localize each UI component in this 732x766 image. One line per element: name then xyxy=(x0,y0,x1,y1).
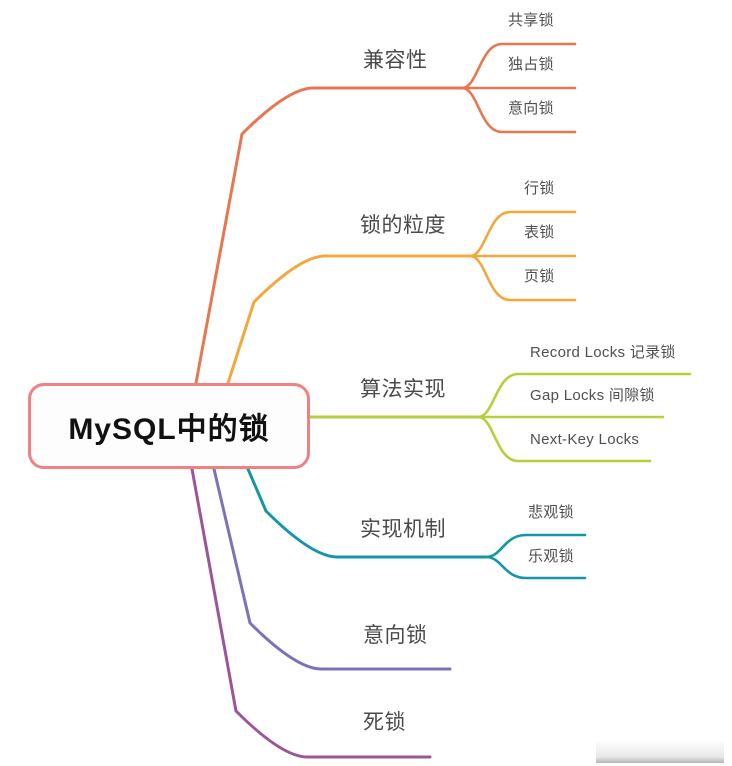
watermark-band xyxy=(596,741,724,763)
leaf-label-algorithm-0[interactable]: Record Locks 记录锁 xyxy=(530,344,676,361)
leaf-line-compatibility-0 xyxy=(460,42,577,90)
branch-label-algorithm[interactable]: 算法实现 xyxy=(360,378,446,401)
leaf-label-compatibility-2[interactable]: 意向锁 xyxy=(508,100,554,117)
branch-line-deadlock xyxy=(190,467,432,759)
branch-line-granularity xyxy=(226,254,472,385)
leaf-line-mechanism-1 xyxy=(484,555,587,580)
leaf-label-granularity-2[interactable]: 页锁 xyxy=(524,268,555,285)
branch-line-mechanism xyxy=(246,467,488,559)
leaf-line-mechanism-0 xyxy=(484,533,587,559)
leaf-line-algorithm-2 xyxy=(476,415,652,463)
central-node[interactable]: MySQL中的锁 xyxy=(28,383,310,469)
leaf-label-granularity-1[interactable]: 表锁 xyxy=(524,224,555,241)
leaf-label-algorithm-2[interactable]: Next-Key Locks xyxy=(530,431,640,448)
leaf-label-compatibility-0[interactable]: 共享锁 xyxy=(508,12,554,29)
branch-label-intention-lock[interactable]: 意向锁 xyxy=(363,624,428,647)
leaf-line-granularity-0 xyxy=(468,210,577,258)
branch-line-compatibility xyxy=(194,86,464,385)
leaf-label-algorithm-1[interactable]: Gap Locks 间隙锁 xyxy=(530,387,655,404)
branch-label-granularity[interactable]: 锁的粒度 xyxy=(360,214,446,237)
leaf-label-granularity-0[interactable]: 行锁 xyxy=(524,180,555,197)
leaf-line-algorithm-0 xyxy=(476,372,692,419)
branch-line-intention-lock xyxy=(212,467,452,671)
branch-label-mechanism[interactable]: 实现机制 xyxy=(360,518,446,541)
leaf-label-compatibility-1[interactable]: 独占锁 xyxy=(508,56,554,73)
leaf-line-compatibility-2 xyxy=(460,86,577,134)
leaf-label-mechanism-1[interactable]: 乐观锁 xyxy=(528,548,574,565)
leaf-line-granularity-2 xyxy=(468,254,577,302)
leaf-label-mechanism-0[interactable]: 悲观锁 xyxy=(528,504,574,521)
branch-label-compatibility[interactable]: 兼容性 xyxy=(363,49,428,72)
branch-label-deadlock[interactable]: 死锁 xyxy=(363,711,406,734)
central-node-label: MySQL中的锁 xyxy=(68,413,270,446)
